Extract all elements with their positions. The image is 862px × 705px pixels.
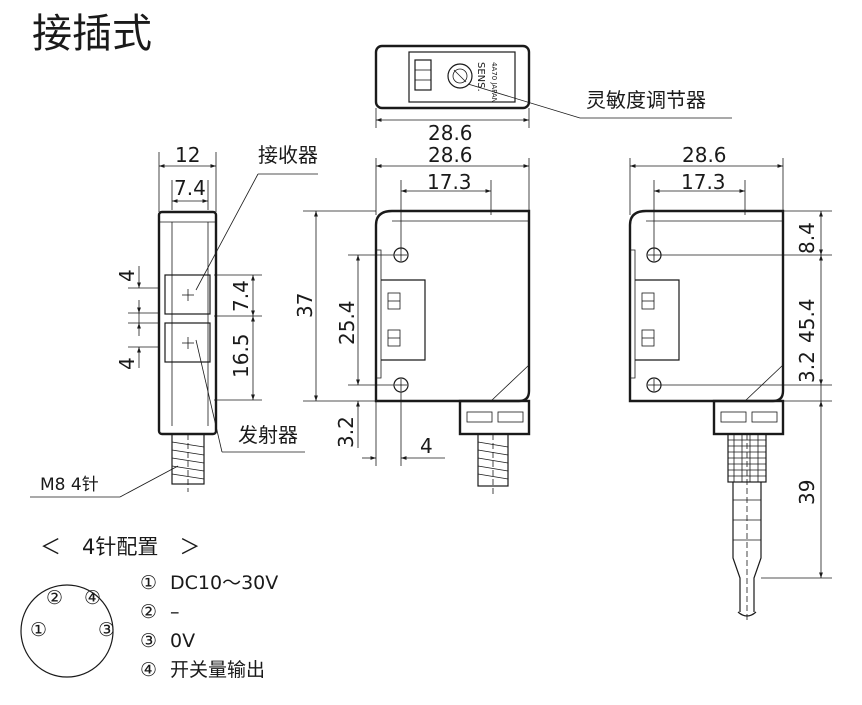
dim-side-receiver: 7.4: [229, 280, 253, 312]
page-title: 接插式: [32, 11, 152, 57]
sensitivity-knob-icon: [447, 63, 473, 89]
connector-face-icon: [20, 584, 114, 678]
dim-right-width: 28.6: [682, 143, 727, 167]
dim-side-emitter: 16.5: [229, 333, 253, 378]
dim-right-lower: 3.2: [795, 351, 819, 383]
dim-front-hole-pitch: 25.4: [335, 300, 359, 345]
sens-leader: [467, 83, 581, 119]
pin-1-desc: DC10～30V: [170, 572, 278, 594]
knob-sub-label: 4A70 JAPAN: [490, 62, 498, 103]
dim-side-width: 12: [175, 143, 200, 167]
pin-4-num: ④: [140, 659, 157, 681]
pin-2-num: ②: [140, 601, 157, 623]
front-view: 28.6 17.3 37 25.4: [293, 143, 531, 495]
emitter-window: [164, 322, 211, 363]
pin-2-marker: ②: [46, 587, 63, 609]
dim-front-offset: 17.3: [427, 170, 472, 194]
dim-front-width: 28.6: [428, 143, 473, 167]
pin-config-heading: ＜ 4针配置 ＞: [40, 535, 200, 559]
sens-adjuster-label: 灵敏度调节器: [586, 88, 706, 112]
dim-front-height: 37: [293, 293, 317, 318]
emitter-label: 发射器: [238, 423, 298, 447]
dim-right-pitch: 45.4: [795, 298, 819, 343]
pin-config: ＜ 4针配置 ＞ ② ④ ① ③ ① DC10～30V ② – ③ 0V ④ 开…: [20, 535, 278, 681]
pin-4-desc: 开关量输出: [170, 659, 265, 681]
dim-top-width: 28.6: [428, 121, 473, 145]
pin-3-num: ③: [140, 630, 157, 652]
receiver-label: 接收器: [258, 143, 318, 167]
dim-right-cable: 39: [795, 480, 819, 505]
receiver-window: [164, 274, 211, 315]
dim-front-bottom: 3.2: [334, 416, 358, 448]
side-view: 12 7.4 接收器 发射器 M8 4针: [30, 143, 318, 498]
dim-side-inner: 7.4: [174, 176, 206, 200]
pin-4-marker: ④: [84, 587, 101, 609]
dim-front-hole-x: 4: [420, 434, 433, 458]
top-view: SENS. 4A70 JAPAN 灵敏度调节器 28.6: [374, 44, 732, 145]
pin-2-desc: –: [170, 601, 180, 623]
pin-3-marker: ③: [98, 619, 115, 641]
receiver-leader: [195, 173, 259, 291]
pin-1-num: ①: [140, 572, 157, 594]
dim-side-upper-gap: 4: [115, 269, 139, 282]
pin-3-desc: 0V: [170, 630, 195, 652]
emitter-leader: [195, 339, 223, 453]
right-view: 28.6 17.3: [628, 143, 832, 620]
connector-label: M8 4针: [40, 475, 99, 495]
dim-right-offset: 17.3: [681, 170, 726, 194]
knob-label: SENS.: [475, 62, 486, 92]
dim-right-top: 8.4: [795, 222, 819, 254]
pin-1-marker: ①: [30, 619, 47, 641]
dim-side-lower-gap: 4: [115, 357, 139, 370]
